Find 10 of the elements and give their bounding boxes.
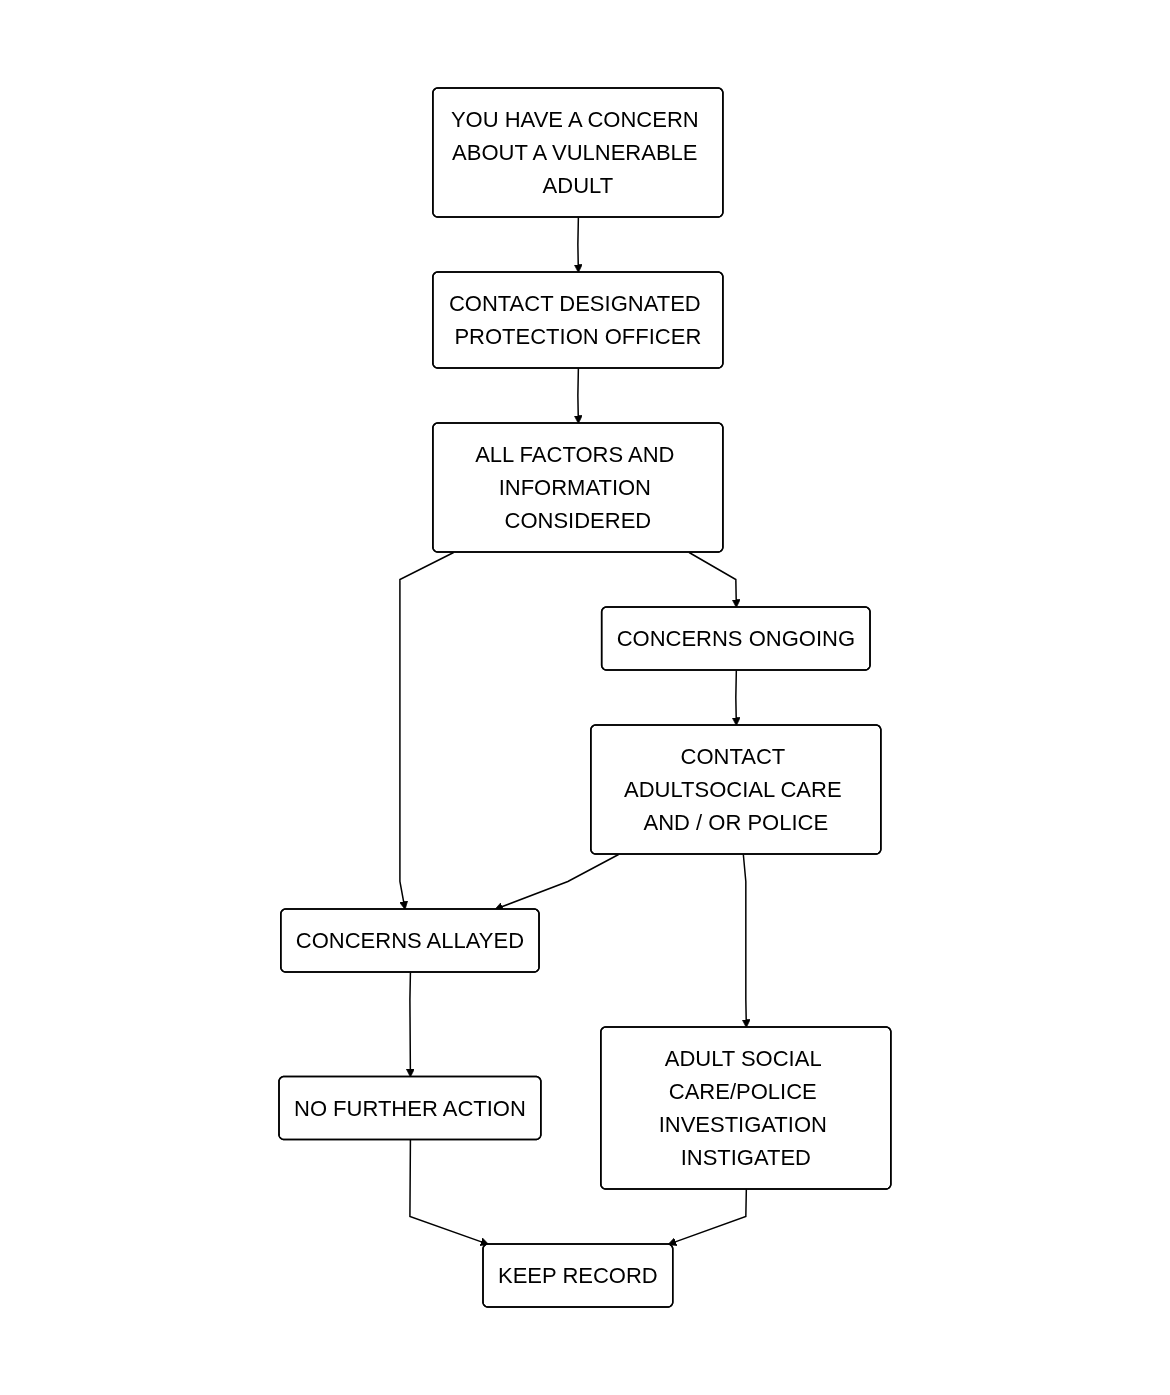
arrow [399,551,455,910]
arrow [731,669,741,726]
arrow [406,971,415,1078]
arrow [688,551,741,608]
arrow [409,1139,490,1246]
arrow [573,216,583,273]
arrow [667,1188,748,1246]
arrow [741,853,751,1028]
arrow [494,853,620,911]
arrow [573,367,583,424]
